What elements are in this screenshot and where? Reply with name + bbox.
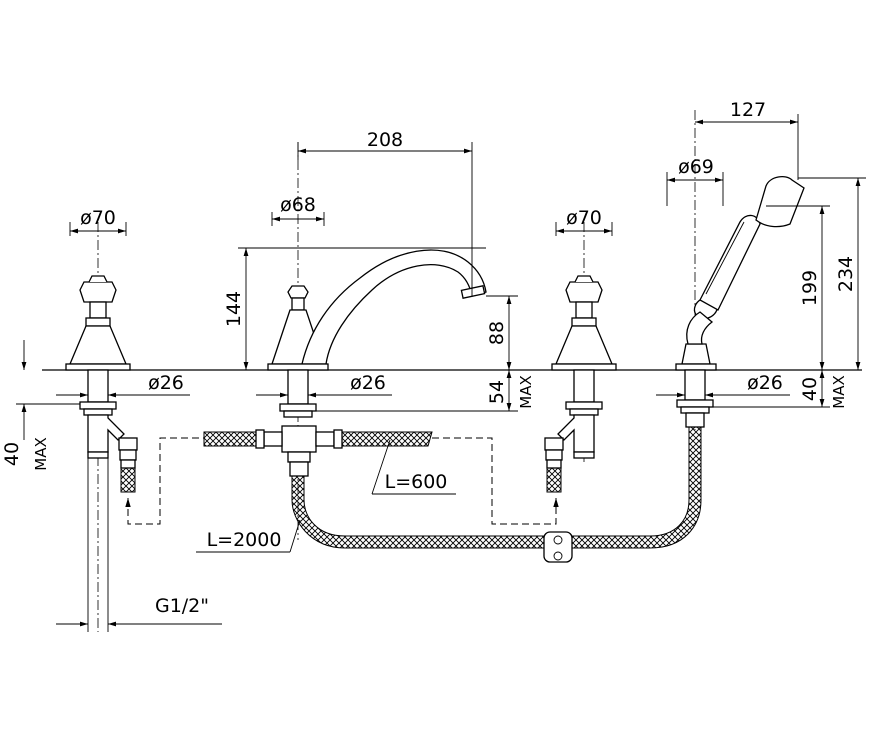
dim-left-valve-dia: ø70	[69, 207, 127, 236]
label-spout-deck-value: 54	[486, 380, 508, 404]
dim-hose-long: L=2000	[196, 519, 301, 553]
label-shower-total-height: 234	[835, 256, 857, 292]
dim-shower-deck-thickness: 40 MAX	[713, 370, 848, 409]
label-right-valve-dia: ø70	[566, 207, 602, 229]
label-shower-holder-height: 199	[799, 270, 821, 306]
right-valve	[544, 222, 617, 493]
dim-shower-reach: 127	[695, 99, 799, 180]
label-spout-outlet-height: 88	[486, 321, 508, 345]
dim-spout-outlet-height: 88	[486, 295, 518, 370]
label-shower-reach: 127	[730, 99, 766, 121]
dim-left-shank-dia: ø26	[56, 372, 190, 398]
label-spout-base-dia: ø68	[280, 194, 316, 216]
dim-right-valve-dia: ø70	[555, 207, 613, 236]
dim-thread: G1/2"	[56, 458, 222, 632]
label-left-deck-max: MAX	[32, 437, 50, 470]
dim-left-deck-thickness: 40 MAX	[1, 340, 80, 471]
label-hose-short: L=600	[385, 471, 448, 493]
dim-spout-base-dia: ø68	[271, 194, 325, 226]
dim-spout-reach: 208	[297, 129, 473, 296]
dim-spout-deck-thickness: 54 MAX	[316, 370, 535, 412]
label-shower-deck-value: 40	[799, 377, 821, 401]
dim-hose-short: L=600	[371, 439, 456, 495]
label-left-valve-dia: ø70	[80, 207, 116, 229]
label-spout-height: 144	[223, 291, 245, 327]
dim-spout-shank-dia: ø26	[256, 372, 392, 398]
bath-spout	[203, 142, 559, 549]
label-spout-shank-dia: ø26	[350, 372, 386, 394]
label-shower-base-dia: ø69	[678, 156, 714, 178]
left-valve	[65, 222, 204, 632]
label-shower-deck-max: MAX	[830, 375, 848, 408]
label-hose-long: L=2000	[207, 529, 282, 551]
label-left-shank-dia: ø26	[148, 372, 184, 394]
label-shower-shank-dia: ø26	[747, 372, 783, 394]
dim-spout-height: 144	[223, 247, 486, 370]
dim-shower-shank-dia: ø26	[656, 372, 790, 398]
dim-shower-total-height: 234	[798, 177, 866, 370]
label-thread: G1/2"	[155, 595, 209, 617]
label-spout-deck-max: MAX	[517, 375, 535, 408]
label-spout-reach: 208	[367, 129, 403, 151]
label-left-deck-value: 40	[1, 442, 23, 466]
dim-shower-holder-height: 199	[766, 205, 830, 370]
handshower	[569, 110, 805, 549]
hose-clip	[543, 531, 573, 563]
dim-shower-base-dia: ø69	[666, 156, 724, 206]
